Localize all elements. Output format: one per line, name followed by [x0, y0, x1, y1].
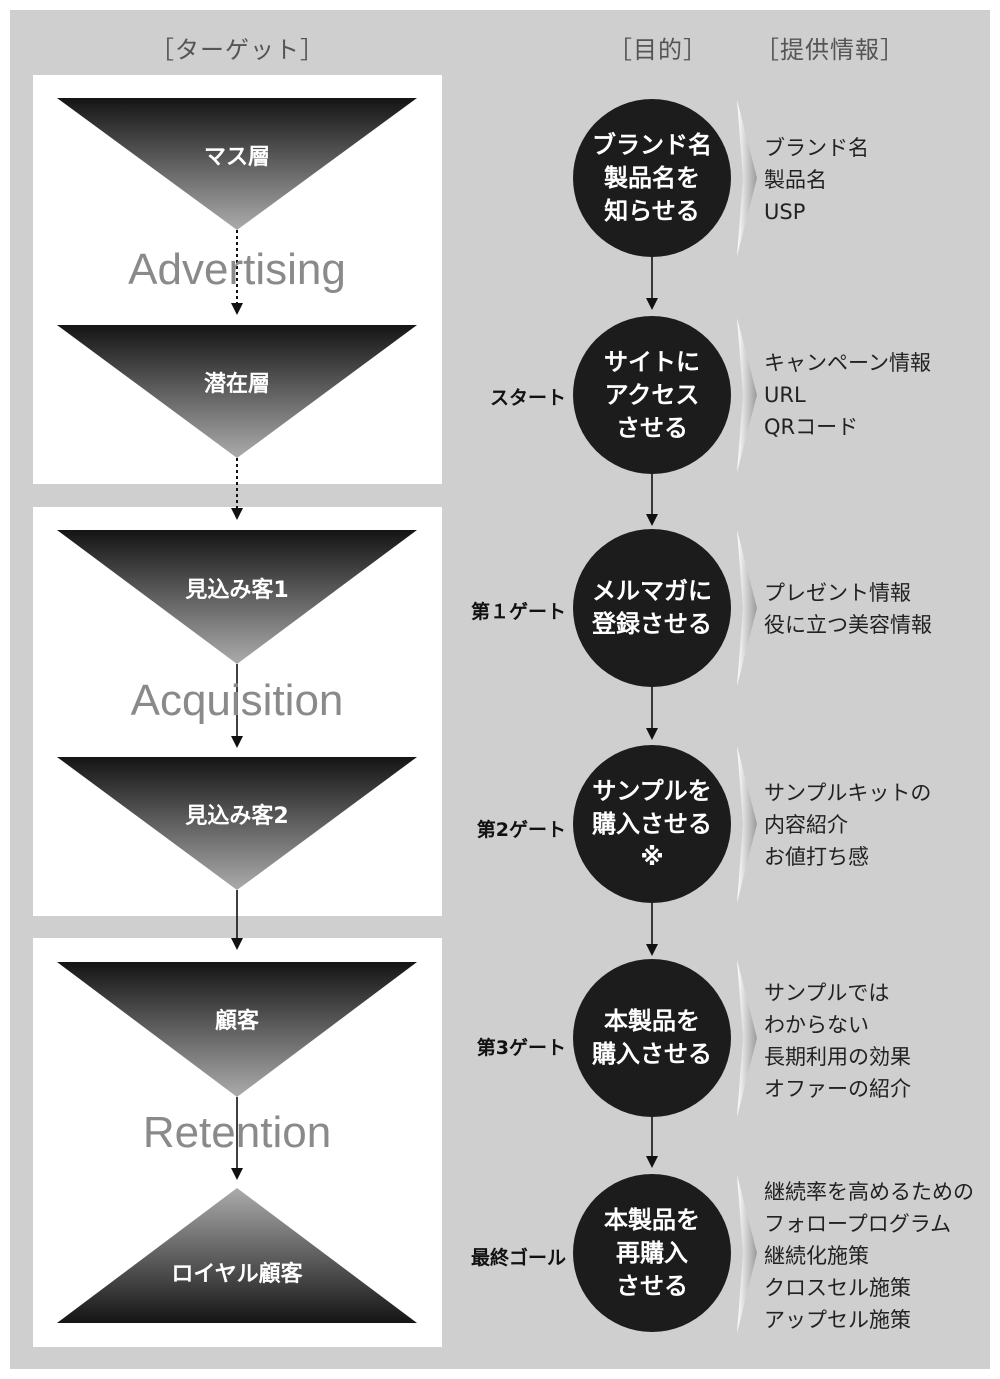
purpose-text-2: サイトに アクセス させる [604, 347, 700, 442]
gate-label-3: 第１ゲート [470, 601, 566, 623]
purpose-text-1: ブランド名 製品名を 知らせる [592, 130, 712, 225]
gate-label-2: スタート [489, 387, 566, 409]
triangle-prospect-2 [57, 757, 417, 890]
stage-label-mass: マス層 [203, 145, 270, 170]
funnel-arrowhead-1 [231, 303, 243, 315]
stage-label-prospect-1: 見込み客1 [185, 578, 289, 603]
info-text-1: ブランド名 製品名 USP [764, 136, 869, 224]
info-text-6: 継続率を高めるための フォロープログラム 継続化施策 クロスセル施策 アップセル… [764, 1180, 974, 1332]
info-text-2: キャンペーン情報 URL QRコード [764, 351, 931, 439]
stage-label-customer: 顧客 [214, 1009, 259, 1034]
gate-label-6: 最終ゴール [470, 1247, 566, 1269]
purpose-text-5: 本製品を 購入させる [592, 1007, 712, 1068]
step-arrowhead-3 [646, 728, 658, 740]
phase-label-retention: Retention [142, 1108, 332, 1157]
funnel-arrowhead-3 [231, 736, 243, 748]
info-chevron-2 [737, 318, 757, 472]
triangle-prospect-1 [57, 530, 417, 664]
header-target: ［ターゲット］ [150, 36, 325, 64]
info-text-3: プレゼント情報 役に立つ美容情報 [764, 581, 932, 637]
info-chevron-3 [737, 530, 757, 686]
purpose-text-3: メルマガに 登録させる [592, 577, 712, 638]
purpose-text-4: サンプルを 購入させる ※ [592, 776, 712, 871]
header-purpose: ［目的］ [608, 36, 708, 64]
phase-label-advertising: Advertising [128, 245, 346, 294]
purpose-circle-2: サイトに アクセス させる [573, 316, 731, 474]
funnel-arrowhead-2 [231, 508, 243, 520]
gate-label-4: 第2ゲート [476, 819, 566, 841]
step-arrowhead-4 [646, 944, 658, 956]
info-chevron-5 [737, 960, 757, 1117]
info-chevron-1 [737, 100, 757, 256]
stage-label-loyal-customer: ロイヤル顧客 [171, 1262, 303, 1287]
triangle-customer [57, 962, 417, 1097]
purpose-circle-6: 本製品を 再購入 させる [573, 1174, 731, 1332]
purpose-circle-1: ブランド名 製品名を 知らせる [573, 99, 731, 257]
purpose-circle-4: サンプルを 購入させる ※ [573, 745, 731, 903]
gate-label-5: 第3ゲート [476, 1037, 566, 1059]
funnel-arrowhead-4 [231, 938, 243, 950]
stage-label-latent: 潜在層 [203, 372, 270, 397]
step-arrowhead-2 [646, 514, 658, 526]
triangle-mass [57, 98, 417, 230]
funnel-arrowhead-5 [231, 1168, 243, 1180]
header-info: ［提供情報］ [755, 36, 905, 64]
step-arrowhead-5 [646, 1156, 658, 1168]
purpose-circle-5: 本製品を 購入させる [573, 959, 731, 1117]
phase-label-acquisition: Acquisition [130, 676, 344, 725]
info-text-4: サンプルキットの 内容紹介 お値打ち感 [764, 781, 932, 869]
info-chevron-6 [737, 1175, 757, 1333]
info-text-5: サンプルでは わからない 長期利用の効果 オファーの紹介 [764, 981, 911, 1101]
stage-label-prospect-2: 見込み客2 [185, 804, 289, 829]
purpose-circle-3: メルマガに 登録させる [573, 529, 731, 687]
step-arrowhead-1 [646, 298, 658, 310]
purpose-text-6: 本製品を 再購入 させる [604, 1205, 700, 1300]
info-chevron-4 [737, 746, 757, 903]
triangle-latent [57, 325, 417, 458]
triangle-loyal-customer [57, 1188, 417, 1323]
